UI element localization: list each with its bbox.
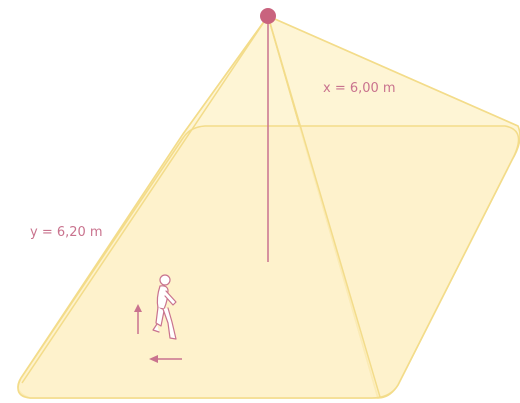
arrow-left-icon (149, 355, 182, 363)
walking-person-icon (152, 274, 177, 340)
arrow-up-icon (134, 304, 142, 334)
x-dimension-label: x = 6,00 m (323, 81, 396, 96)
edge-back-left (182, 15, 269, 135)
edge-back-right (267, 15, 519, 127)
y-dimension-label: y = 6,20 m (30, 225, 103, 240)
pyramid-edges (21, 15, 519, 398)
edge-front-right (267, 15, 381, 398)
sensor-dot-icon (260, 8, 276, 24)
edge-front-left (21, 15, 269, 384)
